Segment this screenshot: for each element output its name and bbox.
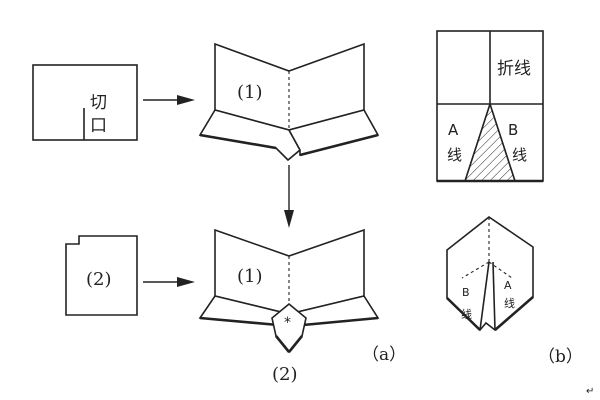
return-mark: ↵ [586, 386, 594, 397]
cut-mark: * [284, 315, 291, 331]
cut-sheet: 切 口 [32, 64, 138, 141]
step1-bottom-label: (1) [237, 266, 263, 287]
arrow-down-center [284, 165, 294, 228]
figure-a-label: （a） [362, 345, 406, 365]
arrow-top-left [143, 95, 195, 105]
small-line-left: 线 [461, 307, 472, 321]
sheet-2: (2) [65, 235, 138, 316]
cut-label-2: 口 [90, 116, 107, 136]
a-line-label-2: 线 [447, 146, 462, 164]
fold-line-label: 折线 [497, 59, 531, 79]
folded-corner-top: (1) [198, 42, 380, 162]
step2-box-label: (2) [86, 269, 112, 290]
small-a-label: A [504, 279, 512, 292]
folded-hexagon: B 线 A 线 [446, 216, 534, 332]
hatched-triangle [464, 102, 516, 182]
small-b-label: B [462, 286, 470, 299]
arrow-bottom-left [143, 277, 195, 287]
a-line-label-1: A [448, 121, 459, 139]
cut-label-1: 切 [90, 93, 107, 113]
figure-b-label: （b） [538, 347, 583, 367]
small-line-right: 线 [504, 296, 515, 310]
step2-below-label: (2) [272, 364, 298, 385]
b-line-label-1: B [508, 121, 518, 139]
step1-top-label: (1) [237, 82, 263, 103]
b-line-label-2: 线 [512, 146, 527, 164]
pattern-layout: 折线 A 线 B 线 [436, 30, 544, 183]
folded-corner-bottom: * (1) (2) [198, 228, 380, 385]
